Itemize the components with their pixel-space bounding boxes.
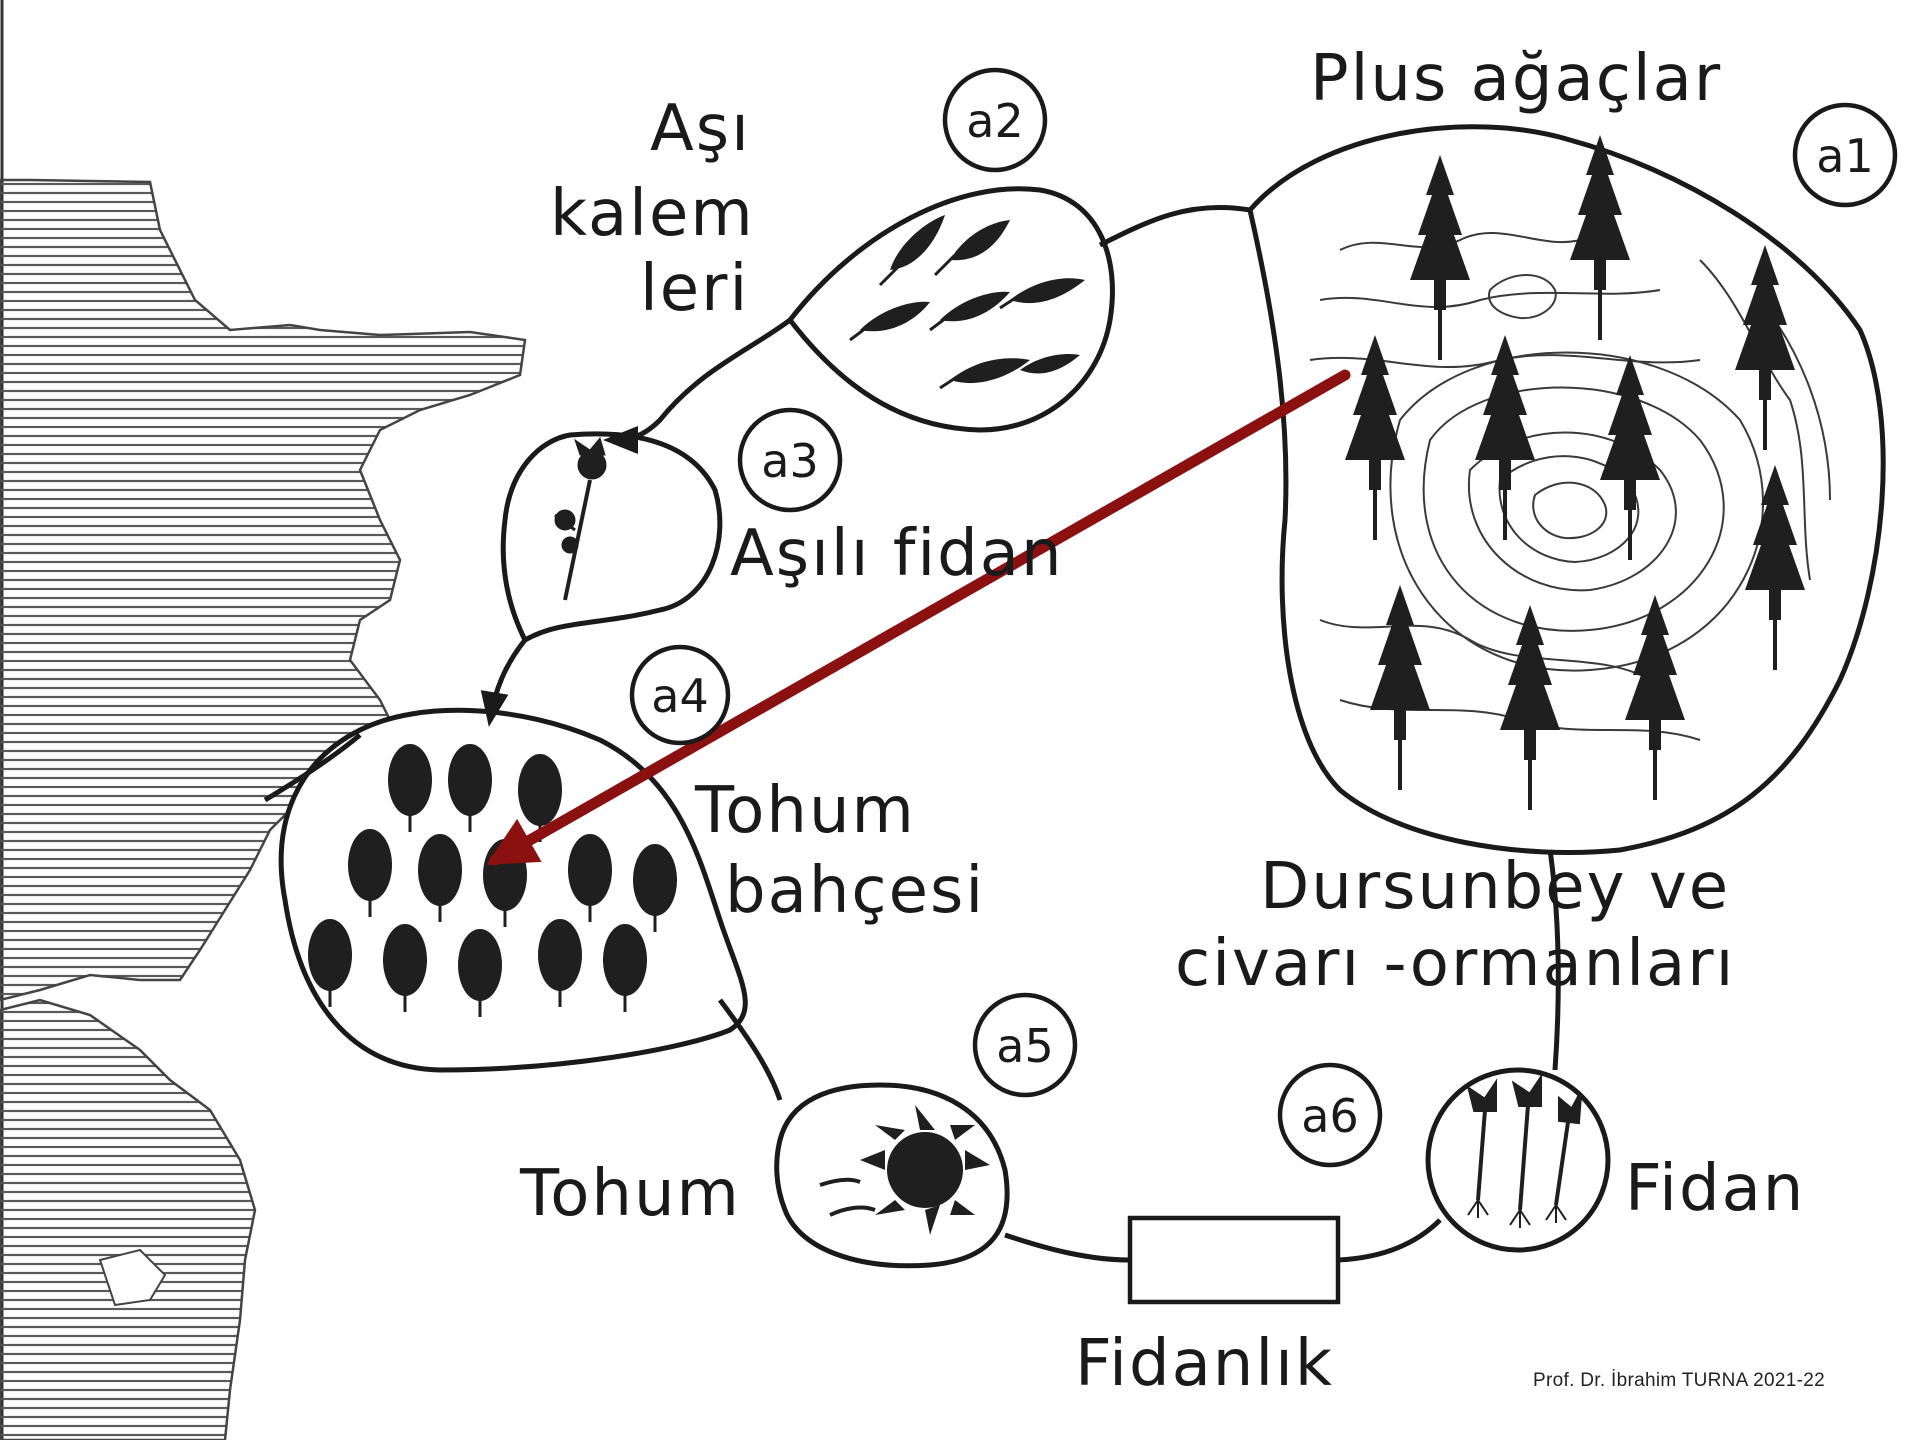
svg-text:a4: a4 [651,669,708,723]
scions-region [790,189,1112,430]
plus-trees-region [1250,127,1883,853]
badge-a5: a5 [975,995,1075,1095]
label-seed-orchard-2: bahçesi [725,854,985,928]
badge-a3: a3 [740,410,840,510]
badge-a1: a1 [1795,105,1895,205]
svg-text:a1: a1 [1816,129,1873,183]
label-plus-trees: Plus ağaçlar [1310,42,1722,116]
label-seed: Tohum [519,1157,741,1231]
label-scions-1: Aşı [650,92,751,166]
seed-region [777,1085,1007,1266]
label-scions-3: leri [640,252,749,326]
label-nursery: Fidanlık [1075,1327,1334,1401]
badge-a4: a4 [632,647,728,743]
seedling-region [1428,1070,1608,1250]
svg-text:a6: a6 [1301,1089,1358,1143]
nursery-box [1130,1218,1338,1302]
grafted-seedling-region [503,434,720,640]
seed-orchard-region [281,710,745,1070]
svg-text:a2: a2 [966,94,1023,148]
label-forests-1: Dursunbey ve [1260,850,1730,924]
label-scions-2: kalem [550,177,755,251]
badge-a2: a2 [945,70,1045,170]
label-forests-2: civarı -ormanları [1175,927,1735,1001]
svg-text:a3: a3 [761,434,818,488]
label-seed-orchard-1: Tohum [694,774,916,848]
label-seedling: Fidan [1625,1152,1805,1226]
svg-text:a5: a5 [996,1019,1053,1073]
footer-credit: Prof. Dr. İbrahim TURNA 2021-22 [1533,1370,1825,1392]
label-grafted-seedling: Aşılı fidan [730,517,1064,591]
badge-a6: a6 [1280,1065,1380,1165]
